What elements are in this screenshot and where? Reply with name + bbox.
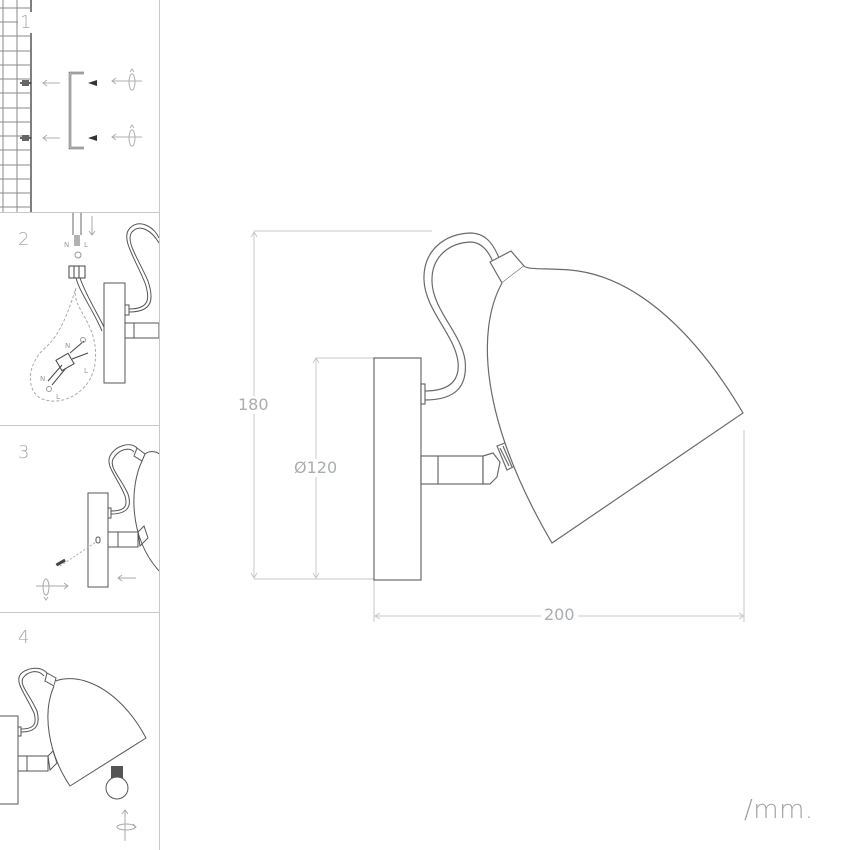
installation-steps-panel: 1 N L (0, 0, 160, 850)
diameter-dimension-label: Ø120 (294, 458, 338, 477)
lamp-shade-icon (47, 678, 147, 787)
units-label: /mm. (744, 795, 814, 825)
rotate-screw-icon (36, 578, 69, 601)
wall-lamp-side-view (373, 232, 744, 581)
step-3-panel: 3 (0, 426, 159, 613)
wall-plug-icon (20, 80, 31, 86)
bracket-mounting-illustration (0, 0, 142, 212)
power-cable (423, 232, 500, 392)
svg-text:L: L (56, 393, 60, 401)
neutral-label: N (64, 241, 69, 249)
arrow-left-icon (117, 574, 136, 582)
earth-icon (74, 251, 82, 259)
step-number: 3 (18, 442, 30, 463)
step-2-panel: N L N L N L (0, 213, 159, 426)
insert-bulb-illustration (0, 667, 147, 841)
connector-detail-icon (47, 340, 89, 386)
svg-text:L: L (84, 367, 88, 375)
light-bulb-icon (105, 766, 129, 800)
step-number: 2 (18, 229, 30, 250)
step-number: 4 (18, 627, 30, 648)
attach-base-illustration (36, 444, 159, 601)
height-dimension-label: 180 (238, 395, 269, 414)
wiring-illustration: N L N L N L (29, 213, 159, 402)
screw-icon (55, 558, 66, 567)
rotate-bulb-icon (116, 809, 137, 841)
arrow-down-icon (88, 216, 96, 236)
wall-base-plate (373, 357, 422, 581)
rotate-screw-icon (111, 68, 142, 147)
wall-plug-icon (20, 135, 31, 141)
lamp-arm (420, 455, 484, 485)
live-label: L (84, 241, 88, 249)
step-1-panel: 1 (0, 0, 159, 213)
lamp-shade (486, 265, 744, 544)
screw-icon (88, 80, 97, 86)
svg-text:N: N (65, 342, 70, 350)
svg-text:N: N (40, 375, 45, 383)
cable-outlet (420, 383, 426, 405)
arrow-left-icon (42, 79, 60, 142)
terminal-block-icon (68, 265, 86, 279)
step-4-panel: 4 (0, 613, 159, 850)
depth-dimension-label: 200 (541, 606, 578, 624)
screw-icon (88, 135, 97, 141)
step-number: 1 (18, 12, 34, 33)
detail-callout (29, 287, 97, 402)
